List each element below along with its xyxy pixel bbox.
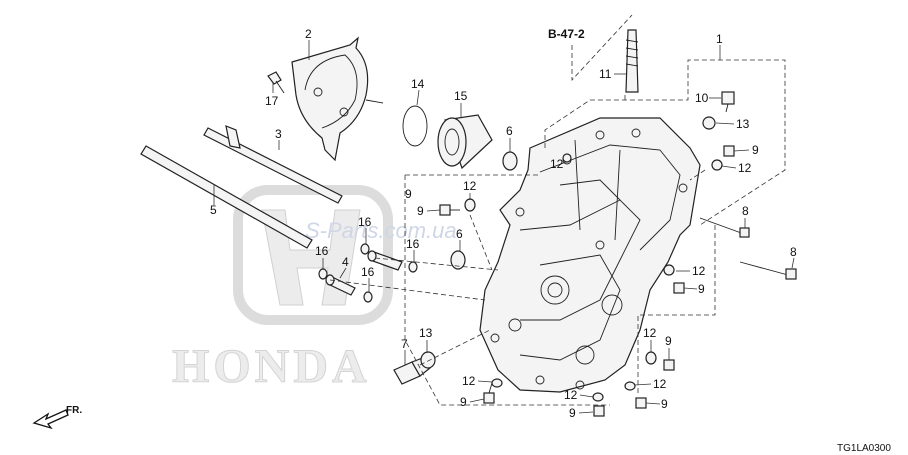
- callout-16-d: 16: [406, 237, 420, 251]
- part-12-washer-g: [711, 159, 723, 171]
- part-14-snap-ring: [402, 105, 428, 147]
- part-17-bolt: [267, 71, 285, 94]
- part-12-washer-d: [624, 381, 636, 391]
- part-16-washer-c: [363, 291, 373, 303]
- callout-16-b: 16: [358, 215, 372, 229]
- reference-callout: B-47-2: [548, 14, 633, 82]
- part-9-bolt-e: [663, 359, 675, 371]
- part-12-washer-c: [592, 392, 604, 402]
- callout-12-b: 12: [462, 374, 476, 388]
- callout-15: 15: [454, 89, 468, 103]
- part-9-bolt-b: [483, 382, 495, 404]
- callout-6-upper: 6: [506, 124, 513, 138]
- callout-9-e: 9: [665, 334, 672, 348]
- callout-9-b: 9: [460, 395, 467, 409]
- part-3-rod: [203, 125, 343, 204]
- drawing-code: TG1LA0300: [837, 443, 891, 454]
- part-5-tube: [140, 145, 313, 249]
- reference-label: B-47-2: [548, 27, 585, 41]
- part-16-washer-d: [408, 261, 418, 273]
- part-8-bolt-a: [699, 217, 750, 238]
- part-9-bolt-f: [673, 282, 685, 294]
- part-16-washer-a: [318, 268, 328, 280]
- callout-6-lower: 6: [456, 227, 463, 241]
- dowel-upper: [367, 250, 403, 271]
- part-15-bearing: [437, 114, 493, 170]
- callout-13-upper: 13: [736, 117, 750, 131]
- callout-1: 1: [716, 32, 723, 46]
- callout-12-e: 12: [643, 326, 657, 340]
- callout-16-c: 16: [361, 265, 375, 279]
- callout-9-h: 9: [405, 187, 412, 201]
- callout-9-g: 9: [752, 143, 759, 157]
- part-9-bolt-c: [593, 405, 605, 417]
- callout-labels: 1 2 3 4 5 6 6 7 8 8 9 9 9 9 9 9 9 9 10 1…: [210, 27, 797, 420]
- part-12-washer-f: [663, 264, 675, 276]
- part-13-seal-upper: [702, 116, 716, 130]
- callout-9-f: 9: [698, 282, 705, 296]
- honda-wordmark-watermark: HONDA: [172, 340, 371, 393]
- callout-16-a: 16: [315, 244, 329, 258]
- part-13-seal-lower: [420, 351, 436, 369]
- part-6-seal-lower: [450, 250, 466, 270]
- part-10-bolt: [721, 91, 735, 113]
- callout-10: 10: [695, 91, 709, 105]
- assembly-guides: [329, 59, 786, 406]
- callout-8-b: 8: [790, 245, 797, 259]
- callout-5: 5: [210, 203, 217, 217]
- callout-3: 3: [275, 127, 282, 141]
- callout-9-c: 9: [569, 406, 576, 420]
- front-direction-arrow: FR.: [32, 405, 82, 430]
- callout-8-a: 8: [742, 204, 749, 218]
- part-12-washer-e: [645, 351, 657, 365]
- part-16-washer-b: [360, 243, 370, 255]
- callout-12-d: 12: [653, 377, 667, 391]
- callout-11: 11: [599, 67, 612, 81]
- part-1-transmission-case: [479, 117, 701, 393]
- part-8-bolt-b: [739, 261, 797, 280]
- callout-7: 7: [401, 337, 408, 351]
- part-9-bolt-g: [723, 145, 735, 157]
- callout-12-c: 12: [564, 388, 578, 402]
- part-9-bolt-d: [635, 397, 647, 409]
- callout-13-lower: 13: [419, 326, 433, 340]
- callout-14: 14: [411, 77, 425, 91]
- part-12-washer-h: [562, 153, 572, 163]
- callout-12-g: 12: [738, 161, 752, 175]
- callout-9-d: 9: [661, 397, 668, 411]
- callout-17: 17: [265, 94, 279, 108]
- part-2-shield: [291, 36, 384, 162]
- callout-12-a: 12: [463, 179, 477, 193]
- part-12-washer-a: [464, 198, 476, 212]
- part-9-bolt-a: [439, 204, 460, 216]
- leader-lines: [213, 40, 795, 414]
- callout-4: 4: [342, 255, 349, 269]
- callout-12-h: 12: [550, 157, 564, 171]
- part-6-seal-upper: [502, 151, 518, 171]
- front-direction-label: FR.: [66, 405, 82, 416]
- callout-12-f: 12: [692, 264, 706, 278]
- site-watermark: S-Parts.com.ua: [305, 218, 457, 243]
- callout-9-a: 9: [417, 204, 424, 218]
- part-12-washer-b: [491, 378, 503, 388]
- callout-2: 2: [305, 27, 312, 41]
- part-11-breather: [625, 29, 639, 93]
